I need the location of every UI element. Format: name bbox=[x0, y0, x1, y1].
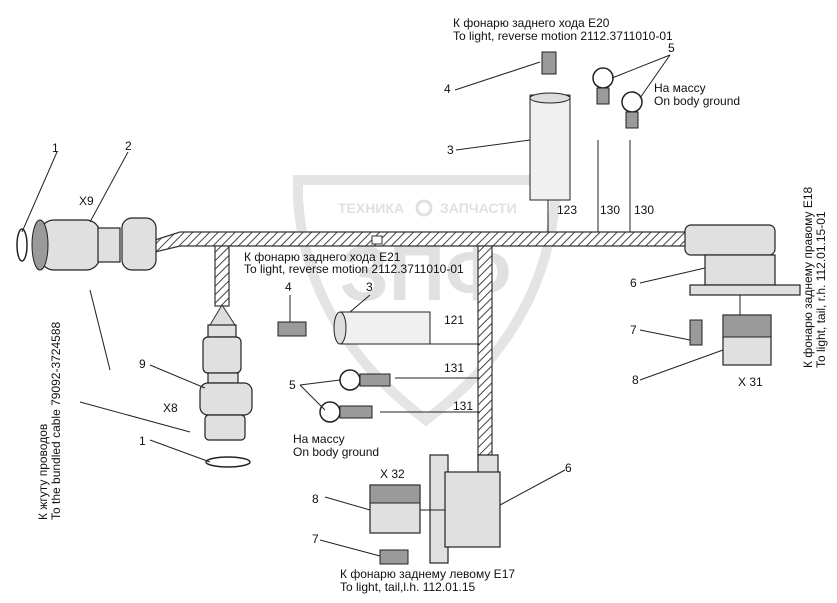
callout-6b: 6 bbox=[565, 461, 572, 475]
terminal-middle bbox=[277, 321, 307, 337]
e17-en: To light, tail,l.h. 112.01.15 bbox=[340, 580, 476, 594]
terminal-top bbox=[541, 51, 557, 75]
callout-7a: 7 bbox=[630, 323, 637, 337]
label-x32: X 32 bbox=[380, 467, 405, 481]
connector-x32-housing bbox=[369, 454, 501, 564]
bundle-ru: К жгуту проводов bbox=[36, 424, 50, 520]
bundle-en: To the bundled cable 79092-3724588 bbox=[49, 322, 63, 520]
callout-6a: 6 bbox=[630, 276, 637, 290]
seal-ring-1 bbox=[16, 228, 28, 262]
sleeve-top bbox=[529, 92, 571, 232]
terminal-bottom bbox=[379, 549, 409, 565]
callout-7b: 7 bbox=[312, 532, 319, 546]
watermark-left: ТЕХНИКА bbox=[338, 200, 404, 216]
callout-2: 2 bbox=[125, 139, 132, 153]
wire-label-131a: 131 bbox=[444, 361, 464, 375]
gear-icon bbox=[415, 199, 433, 217]
seal-ring-x8 bbox=[205, 456, 251, 468]
connector-x8 bbox=[199, 324, 253, 468]
connector-x31-housing bbox=[684, 224, 801, 366]
wire-label-123: 123 bbox=[557, 203, 577, 217]
callout-3b: 3 bbox=[366, 280, 373, 294]
sleeve-middle bbox=[333, 311, 431, 345]
watermark: ТЕХНИКА ЗАПЧАСТИ ЗПФ bbox=[293, 175, 560, 427]
mass-top-en: On body ground bbox=[654, 94, 740, 108]
e21-ru: К фонарю заднего хода E21 bbox=[244, 250, 401, 264]
connector-x9 bbox=[16, 217, 157, 271]
e18-en: To light, tail, r.h. 112.01.15-01 bbox=[814, 211, 828, 368]
callout-9: 9 bbox=[139, 357, 146, 371]
callout-1a: 1 bbox=[52, 141, 59, 155]
ring-terminals-middle bbox=[319, 369, 391, 423]
e17-ru: К фонарю заднему левому E17 bbox=[340, 567, 515, 581]
callout-5b: 5 bbox=[289, 378, 296, 392]
e20-ru: К фонарю заднего хода E20 bbox=[453, 16, 610, 30]
leaders bbox=[21, 54, 724, 557]
terminal-right bbox=[689, 319, 703, 346]
label-x31: X 31 bbox=[738, 375, 763, 389]
e20-en: To light, reverse motion 2112.3711010-01 bbox=[453, 29, 673, 43]
callout-5a: 5 bbox=[668, 41, 675, 55]
e21-en: To light, reverse motion 2112.3711010-01 bbox=[244, 262, 464, 276]
mass-mid-ru: На массу bbox=[293, 432, 345, 446]
wire-label-130a: 130 bbox=[600, 203, 620, 217]
branch-x32 bbox=[477, 245, 493, 457]
watermark-right: ЗАПЧАСТИ bbox=[440, 200, 517, 216]
callout-3a: 3 bbox=[447, 143, 454, 157]
callout-1b: 1 bbox=[139, 434, 146, 448]
wire-label-130b: 130 bbox=[634, 203, 654, 217]
branch-x8 bbox=[214, 245, 230, 307]
wire-label-131b: 131 bbox=[453, 399, 473, 413]
wire-label-121: 121 bbox=[444, 313, 464, 327]
label-x8: X8 bbox=[163, 401, 178, 415]
mass-top-ru: На массу bbox=[654, 81, 706, 95]
callout-8b: 8 bbox=[312, 492, 319, 506]
callout-4b: 4 bbox=[285, 280, 292, 294]
label-x9: X9 bbox=[79, 194, 94, 208]
e18-ru: К фонарю заднему правому E18 bbox=[801, 186, 815, 368]
callout-8a: 8 bbox=[632, 373, 639, 387]
callout-4a: 4 bbox=[444, 82, 451, 96]
ring-terminals-top bbox=[592, 67, 643, 232]
mass-mid-en: On body ground bbox=[293, 445, 379, 459]
